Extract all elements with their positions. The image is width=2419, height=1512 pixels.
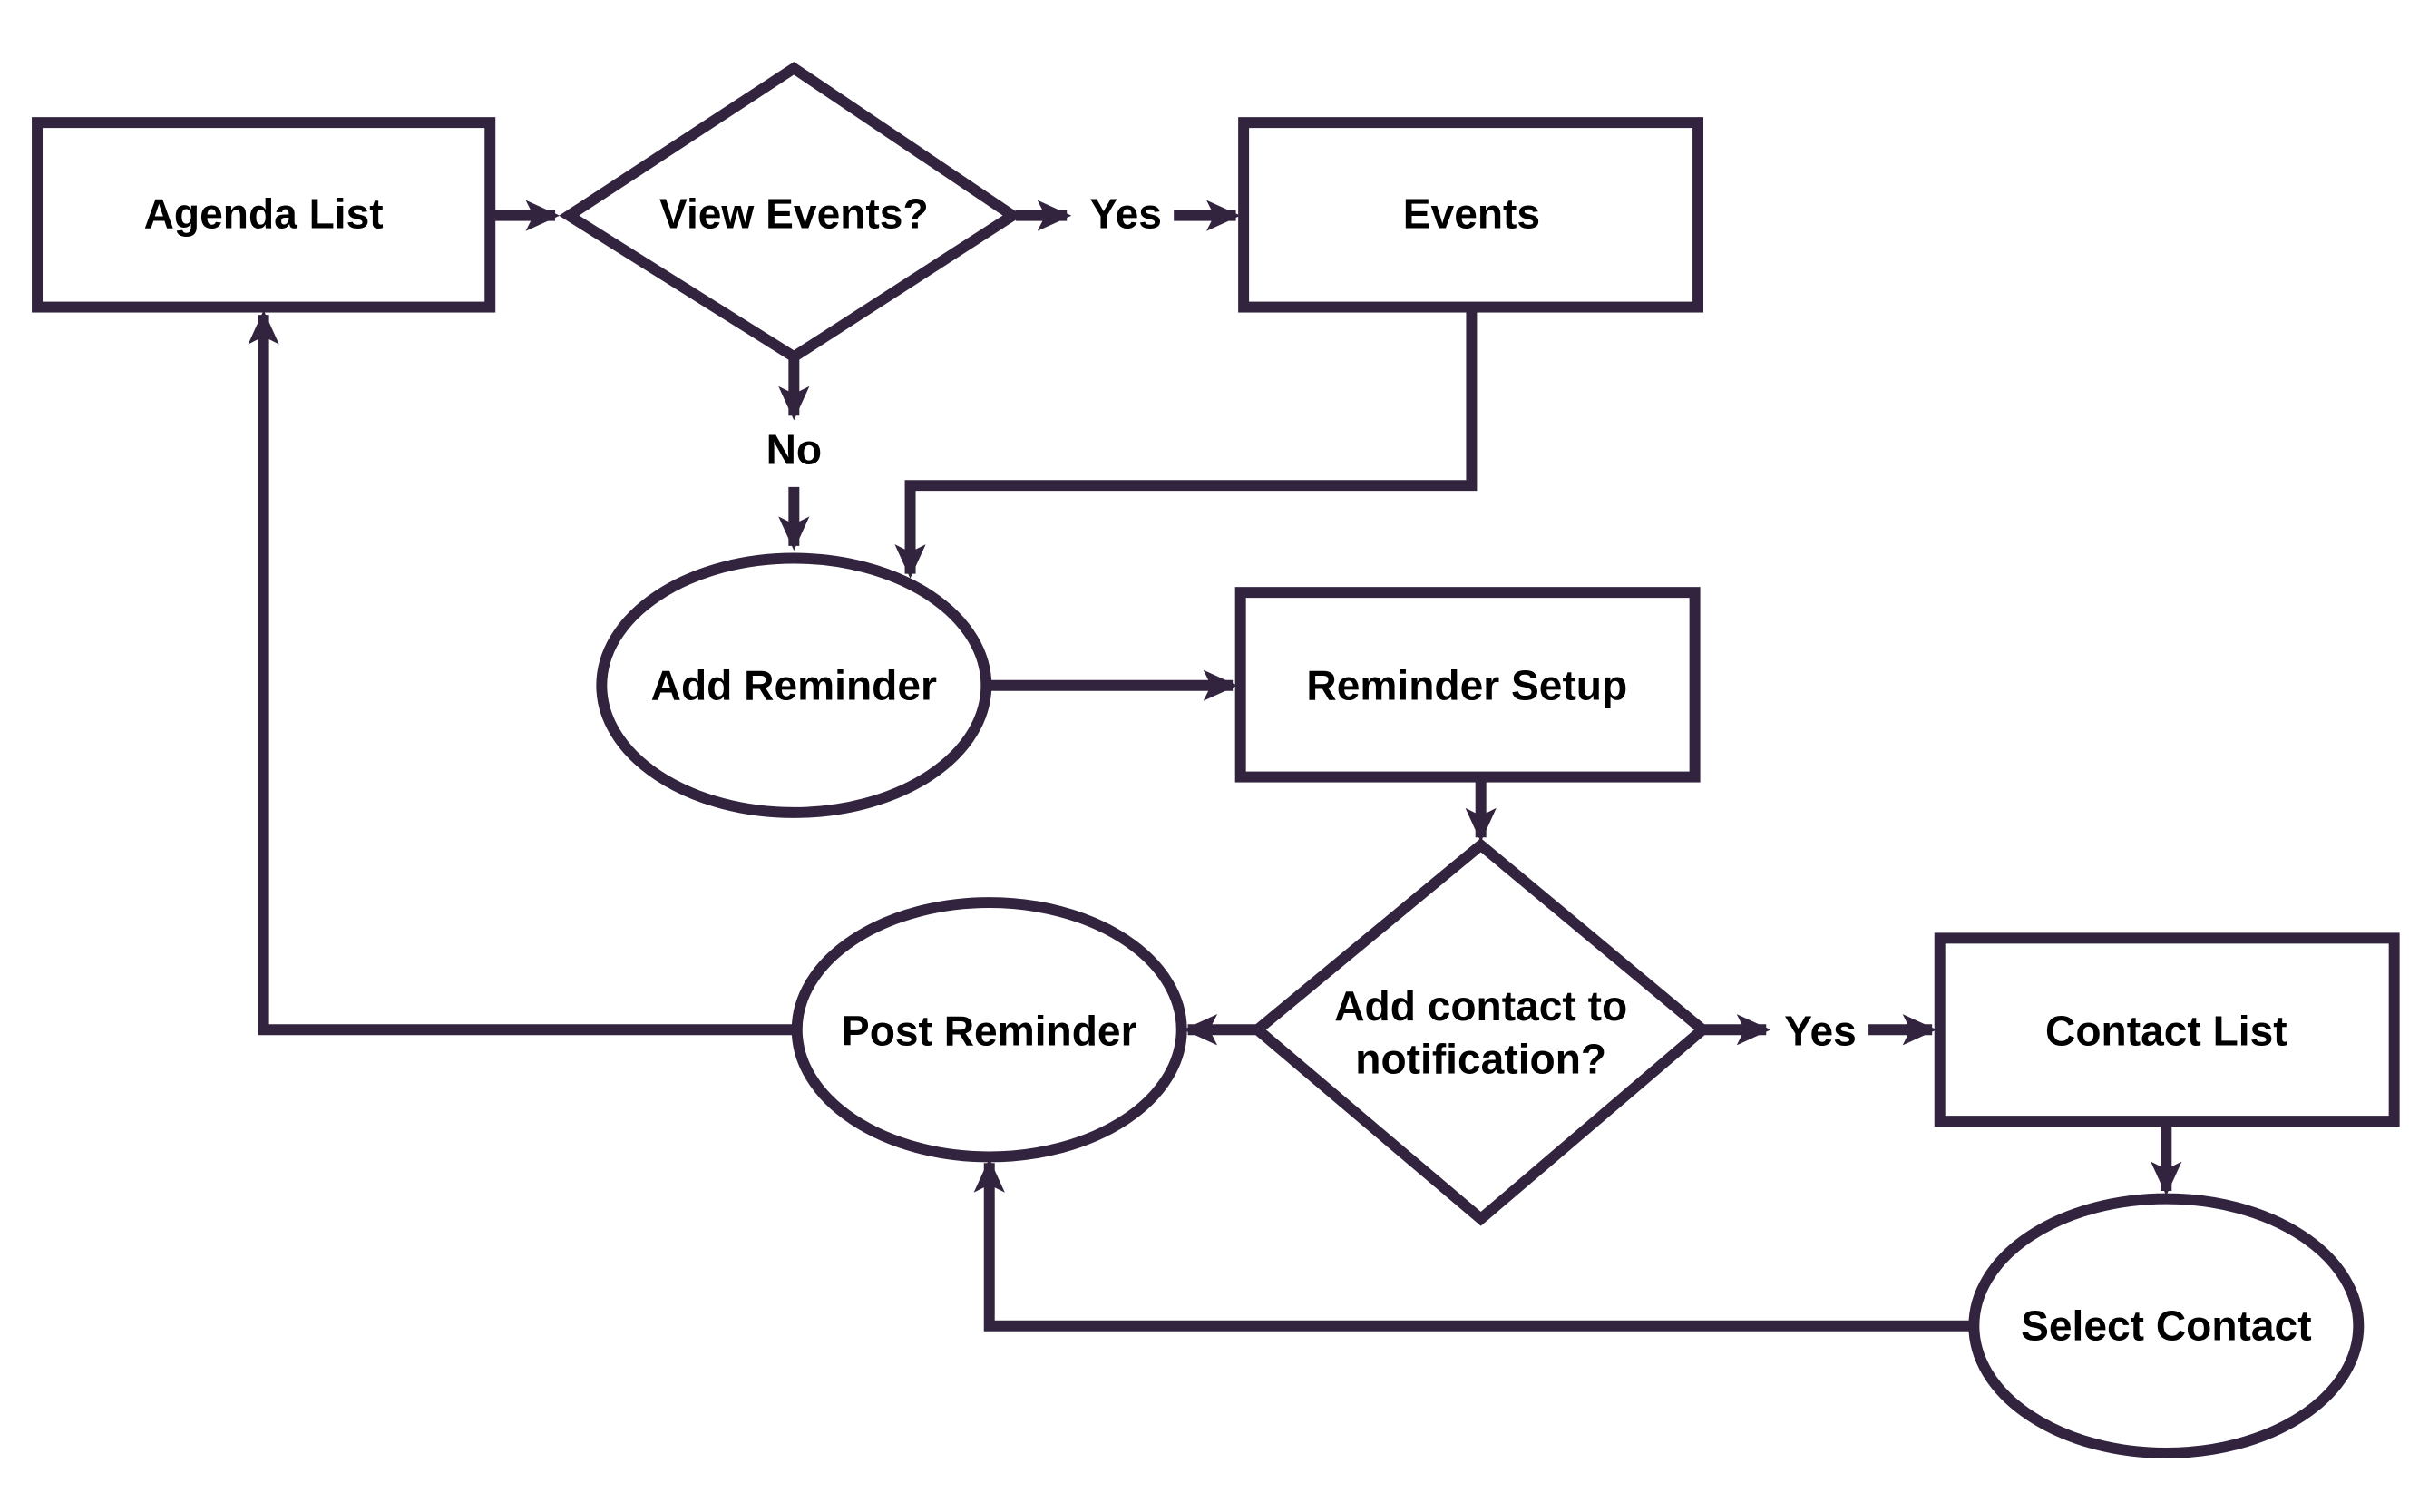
node-label: Agenda List bbox=[144, 190, 384, 238]
node-view-events-decision: View Events? bbox=[559, 62, 1023, 364]
node-events: Events bbox=[1238, 117, 1704, 313]
node-agenda-list: Agenda List bbox=[32, 117, 496, 313]
edge-events-to-add-reminder bbox=[894, 308, 1478, 579]
node-select-contact: Select Contact bbox=[1968, 1193, 2365, 1458]
edges bbox=[248, 200, 2182, 1332]
node-label: Add Reminder bbox=[651, 661, 937, 708]
edge-label-yes: Yes bbox=[1089, 190, 1162, 238]
edge-select-contact-to-post-reminder bbox=[973, 1158, 1975, 1332]
node-label-line2: notification? bbox=[1355, 1035, 1606, 1082]
edge-label-no: No bbox=[766, 425, 823, 473]
node-label: Post Reminder bbox=[842, 1008, 1137, 1055]
node-contact-list: Contact List bbox=[1934, 932, 2400, 1127]
node-label: Events bbox=[1403, 190, 1540, 238]
edge-post-reminder-to-agenda bbox=[248, 309, 799, 1036]
node-label: Reminder Setup bbox=[1306, 661, 1627, 708]
node-post-reminder: Post Reminder bbox=[791, 897, 1187, 1163]
node-add-contact-decision: Add contact to notification? bbox=[1249, 838, 1712, 1226]
node-label: View Events? bbox=[659, 190, 929, 238]
node-reminder-setup: Reminder Setup bbox=[1234, 587, 1701, 783]
node-label: Select Contact bbox=[2021, 1302, 2312, 1349]
node-label-line1: Add contact to bbox=[1334, 982, 1627, 1029]
node-add-reminder: Add Reminder bbox=[596, 552, 992, 818]
node-label: Contact List bbox=[2045, 1008, 2287, 1055]
edge-label-yes-contact: Yes bbox=[1784, 1008, 1857, 1055]
